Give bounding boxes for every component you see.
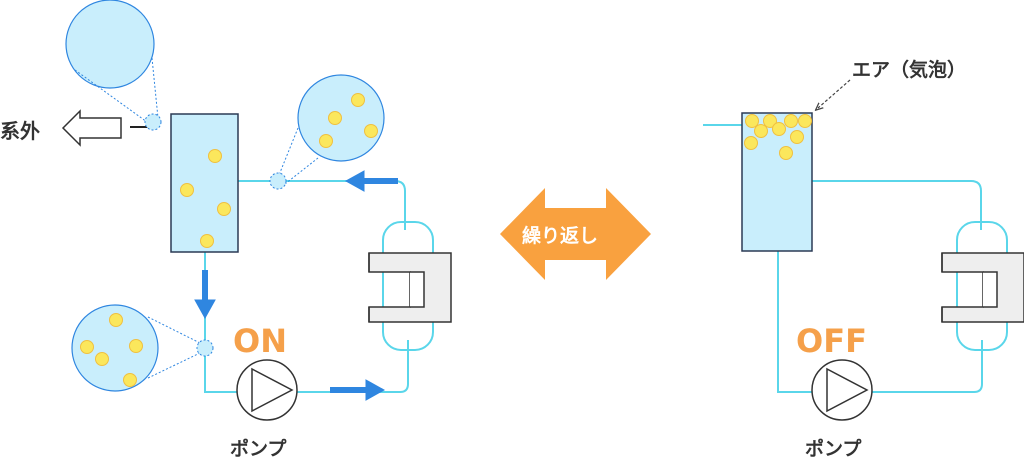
repeat-double-arrow-icon — [500, 188, 651, 280]
right-pump-label: ポンプ — [805, 437, 862, 460]
left-magnifier-right — [269, 74, 385, 190]
left-pump-label: ポンプ — [230, 437, 287, 460]
discharge-label: 系外 — [0, 119, 40, 143]
right-system: エア（気泡） OFF ポンプ — [703, 58, 1024, 460]
left-tank-bubbles — [180, 149, 231, 248]
discharge-arrow-icon — [61, 109, 122, 147]
left-pump-state: ON — [233, 322, 287, 360]
left-valve — [368, 252, 452, 323]
air-pointer — [818, 79, 851, 108]
left-system: 系外 ON ポンプ — [0, 0, 452, 460]
right-valve — [941, 252, 1024, 323]
left-magnifier-bottom — [71, 304, 214, 392]
left-piping — [204, 180, 434, 393]
right-air-bubbles — [744, 114, 812, 160]
left-magnifier-top — [65, 0, 162, 131]
right-pump-state: OFF — [796, 322, 867, 360]
right-pump — [811, 359, 873, 421]
air-label: エア（気泡） — [852, 58, 966, 81]
repeat-label: 繰り返し — [522, 224, 598, 247]
left-flow-arrows — [194, 170, 398, 401]
left-pump — [236, 359, 298, 421]
left-tank — [170, 113, 239, 253]
repeat-banner: 繰り返し — [500, 188, 651, 280]
